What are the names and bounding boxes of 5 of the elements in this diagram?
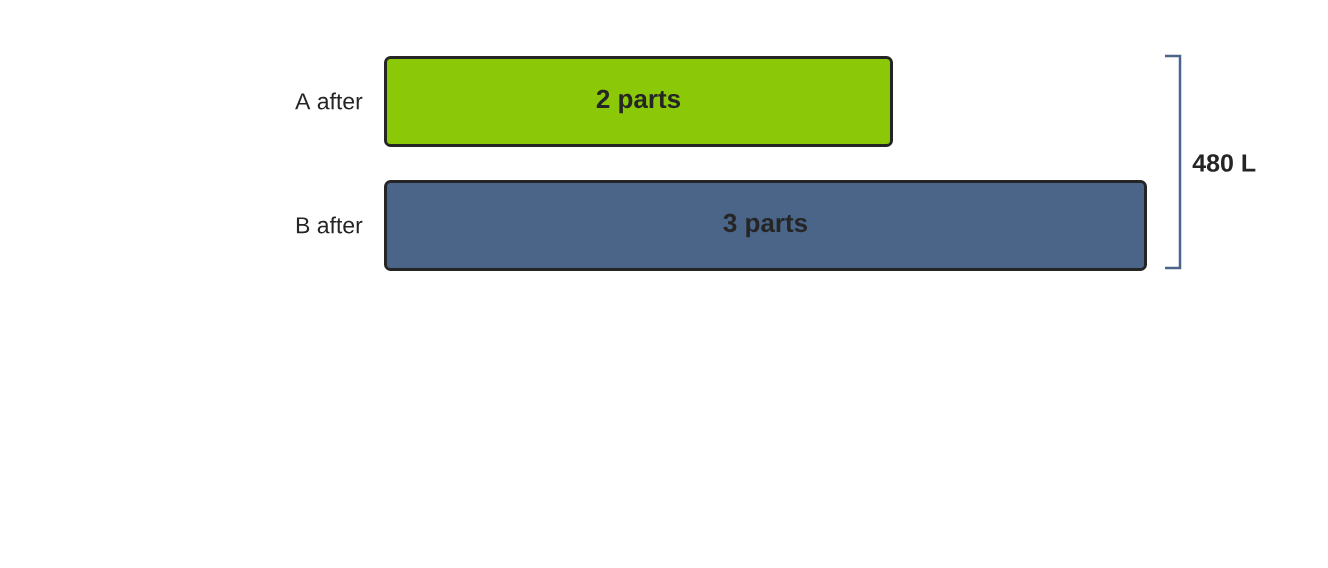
dimension-label: 480 L (1192, 154, 1256, 172)
bar: 2 parts (384, 56, 893, 147)
bar: 3 parts (384, 180, 1147, 271)
row-label: A after (295, 92, 363, 110)
row-label: B after (296, 216, 363, 234)
